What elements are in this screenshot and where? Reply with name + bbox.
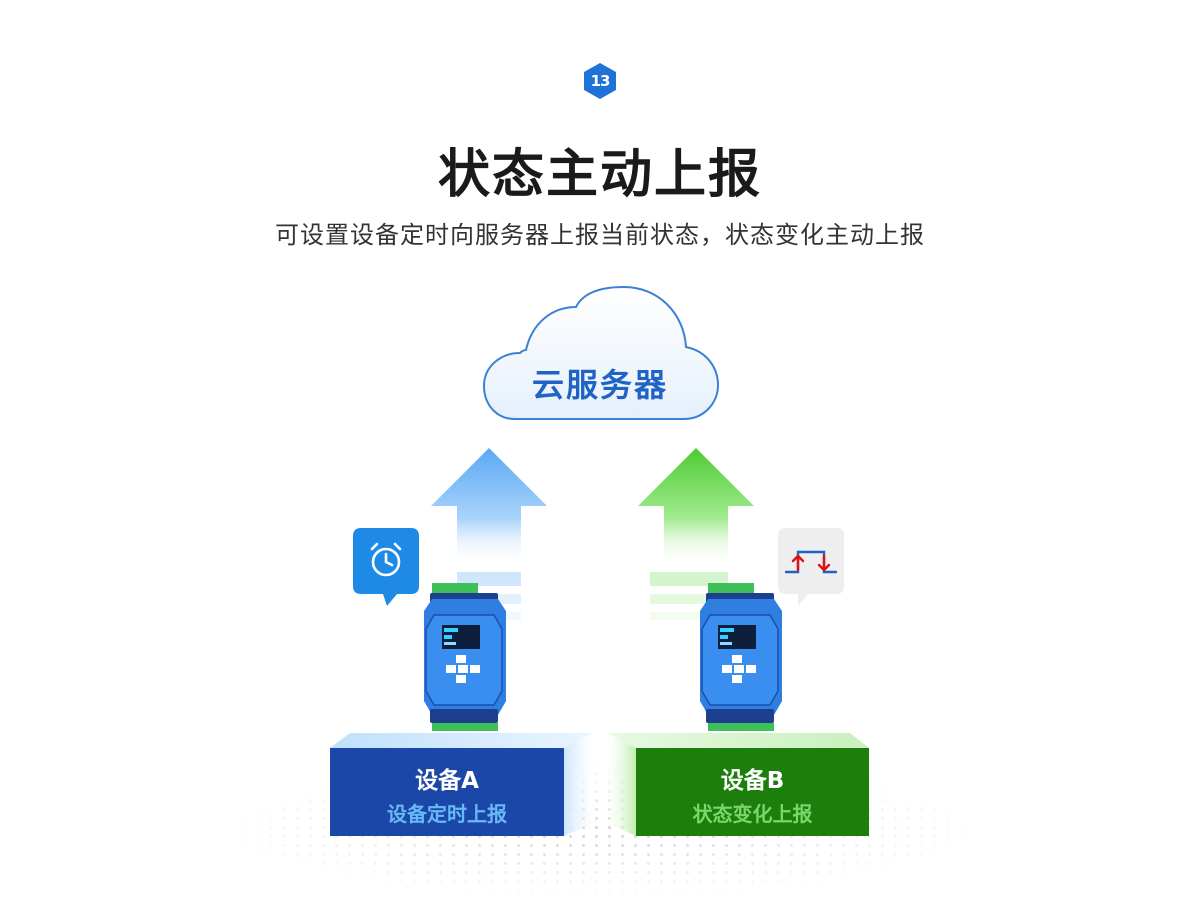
platform-b-3d-top [602,733,869,836]
device-a-subtitle: 设备定时上报 [387,802,507,826]
badge-number: 13 [590,72,611,90]
device-a-title: 设备A [415,768,479,794]
device-b-platform: 设备B 状态变化上报 [636,748,869,836]
alarm-clock-bubble [353,528,419,606]
io-module-device-b [700,583,782,731]
alarm-clock-icon [370,542,402,577]
state-change-icon [784,550,838,574]
page-subtitle: 可设置设备定时向服务器上报当前状态，状态变化主动上报 [275,221,925,249]
page-title: 状态主动上报 [437,145,762,205]
state-change-bubble [778,528,844,606]
cloud-server-label: 云服务器 [531,366,668,404]
device-b-title: 设备B [720,768,785,794]
device-b-subtitle: 状态变化上报 [692,802,813,826]
upload-arrow-b [638,448,754,620]
section-number-badge: 13 [582,62,618,100]
hexagon-badge-icon [584,63,616,99]
cloud-icon [482,285,720,420]
platform-a-3d-top [330,733,600,836]
io-module-device-a [424,583,506,731]
device-a-platform: 设备A 设备定时上报 [330,748,564,836]
